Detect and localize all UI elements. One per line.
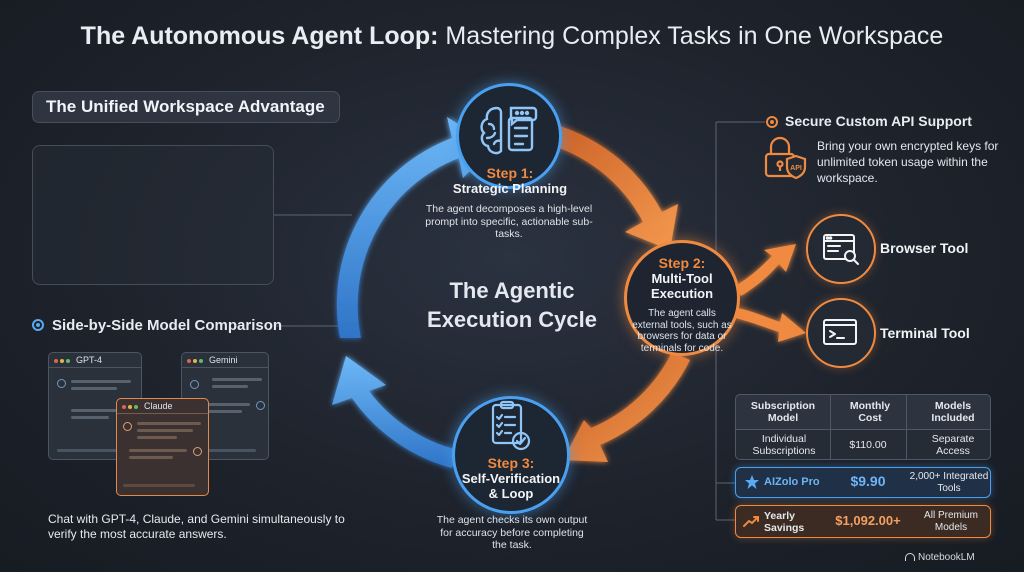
cycle-arrow-orange-upper <box>540 122 678 250</box>
avatar <box>123 422 132 431</box>
comparison-heading-text: Side-by-Side Model Comparison <box>52 316 283 334</box>
pro-models: 2,000+ Integrated Tools <box>909 471 989 494</box>
savings-amount: $1,092.00+ <box>835 513 901 528</box>
star-icon <box>745 475 759 489</box>
avatar <box>57 379 66 388</box>
pro-price: $9.90 <box>850 473 886 489</box>
title-strong: The Autonomous Agent Loop: <box>80 22 439 50</box>
title-rest: Mastering Complex Tasks in One Workspace <box>438 22 944 50</box>
page-title: The Autonomous Agent Loop: Mastering Com… <box>0 22 1024 51</box>
step3-name-line2: & Loop <box>488 486 534 501</box>
table-row: Individual Subscriptions $110.00 Separat… <box>735 430 991 460</box>
tool-arrow-browser <box>735 244 796 296</box>
claude-window: Claude <box>116 398 209 496</box>
step2-circle <box>624 240 740 356</box>
claude-label: Claude <box>144 401 173 411</box>
cycle-arrow-orange-lower <box>563 352 690 462</box>
notebook-icon <box>905 553 915 562</box>
pro-name: AIZolo Pro <box>764 476 820 488</box>
pricing-table-header: Subscription Model Monthly Cost Models I… <box>735 394 991 430</box>
header-subscription: Subscription Model <box>750 400 816 424</box>
avatar <box>256 401 265 410</box>
trend-up-icon <box>743 516 759 527</box>
workspace-preview-box <box>32 145 274 285</box>
terminal-tool-circle <box>806 298 876 368</box>
step1-number: Step 1: <box>486 165 534 181</box>
terminal-tool-label: Terminal Tool <box>880 325 970 341</box>
savings-label: Yearly Savings <box>764 510 805 534</box>
cycle-title: The Agentic Execution Cycle <box>412 276 612 334</box>
api-badge-text: API <box>790 165 802 172</box>
footer-brand: NotebookLM <box>905 552 975 563</box>
window-titlebar: GPT-4 <box>49 353 141 368</box>
cycle-title-line2: Execution Cycle <box>427 307 597 332</box>
step2-description: The agent calls external tools, such as … <box>632 308 732 354</box>
step3-circle <box>452 396 570 514</box>
tool-arrow-terminal <box>735 308 806 342</box>
step1-name: Strategic Planning <box>452 181 568 196</box>
step2-name-line2: Execution <box>650 286 714 301</box>
pro-plan-row: AIZolo Pro $9.90 2,000+ Integrated Tools <box>735 467 991 498</box>
step1-circle <box>456 83 562 189</box>
window-titlebar: Claude <box>117 399 208 414</box>
step3-label: Step 3: Self-Verification & Loop <box>440 455 582 502</box>
api-description: Bring your own encrypted keys for unlimi… <box>817 139 999 185</box>
window-titlebar: Gemini <box>182 353 268 368</box>
step2-label: Step 2: Multi-Tool Execution <box>624 255 740 302</box>
comparison-heading: Side-by-Side Model Comparison <box>32 316 282 334</box>
cycle-arrow-blue-lower <box>332 356 458 468</box>
browser-tool-circle <box>806 214 876 284</box>
row-models: Separate Access <box>931 433 975 457</box>
browser-icon <box>823 234 859 265</box>
bullet-icon <box>32 319 44 332</box>
step2-name-line1: Multi-Tool <box>651 271 713 286</box>
api-heading: Secure Custom API Support <box>766 113 972 129</box>
brain-icon <box>480 106 538 155</box>
row-cost: $110.00 <box>849 439 887 451</box>
step3-description: The agent checks its own output for accu… <box>436 514 588 551</box>
avatar <box>193 447 202 456</box>
step1-label: Step 1: Strategic Planning <box>430 165 590 197</box>
gemini-label: Gemini <box>209 355 238 365</box>
api-heading-text: Secure Custom API Support <box>785 113 972 129</box>
comparison-caption: Chat with GPT-4, Claude, and Gemini simu… <box>48 512 345 541</box>
step1-description: The agent decomposes a high-level prompt… <box>425 203 593 240</box>
step3-number: Step 3: <box>487 455 535 471</box>
cycle-title-line1: The Agentic <box>449 278 575 303</box>
bullet-icon <box>766 116 778 129</box>
header-models: Models Included <box>931 400 975 424</box>
terminal-icon <box>823 319 857 345</box>
savings-models: All Premium Models <box>924 510 978 533</box>
row-subscription: Individual Subscriptions <box>752 433 816 457</box>
checklist-icon <box>491 400 531 451</box>
unified-workspace-heading: The Unified Workspace Advantage <box>32 91 340 123</box>
step3-name-line1: Self-Verification <box>461 471 561 486</box>
avatar <box>190 380 199 389</box>
savings-row: Yearly Savings $1,092.00+ All Premium Mo… <box>735 505 991 538</box>
browser-tool-label: Browser Tool <box>880 240 969 256</box>
padlock-icon: API <box>764 136 807 180</box>
footer-brand-text: NotebookLM <box>918 552 975 563</box>
step2-number: Step 2: <box>658 255 706 271</box>
gpt-label: GPT-4 <box>76 355 103 365</box>
header-cost: Monthly Cost <box>849 400 891 424</box>
